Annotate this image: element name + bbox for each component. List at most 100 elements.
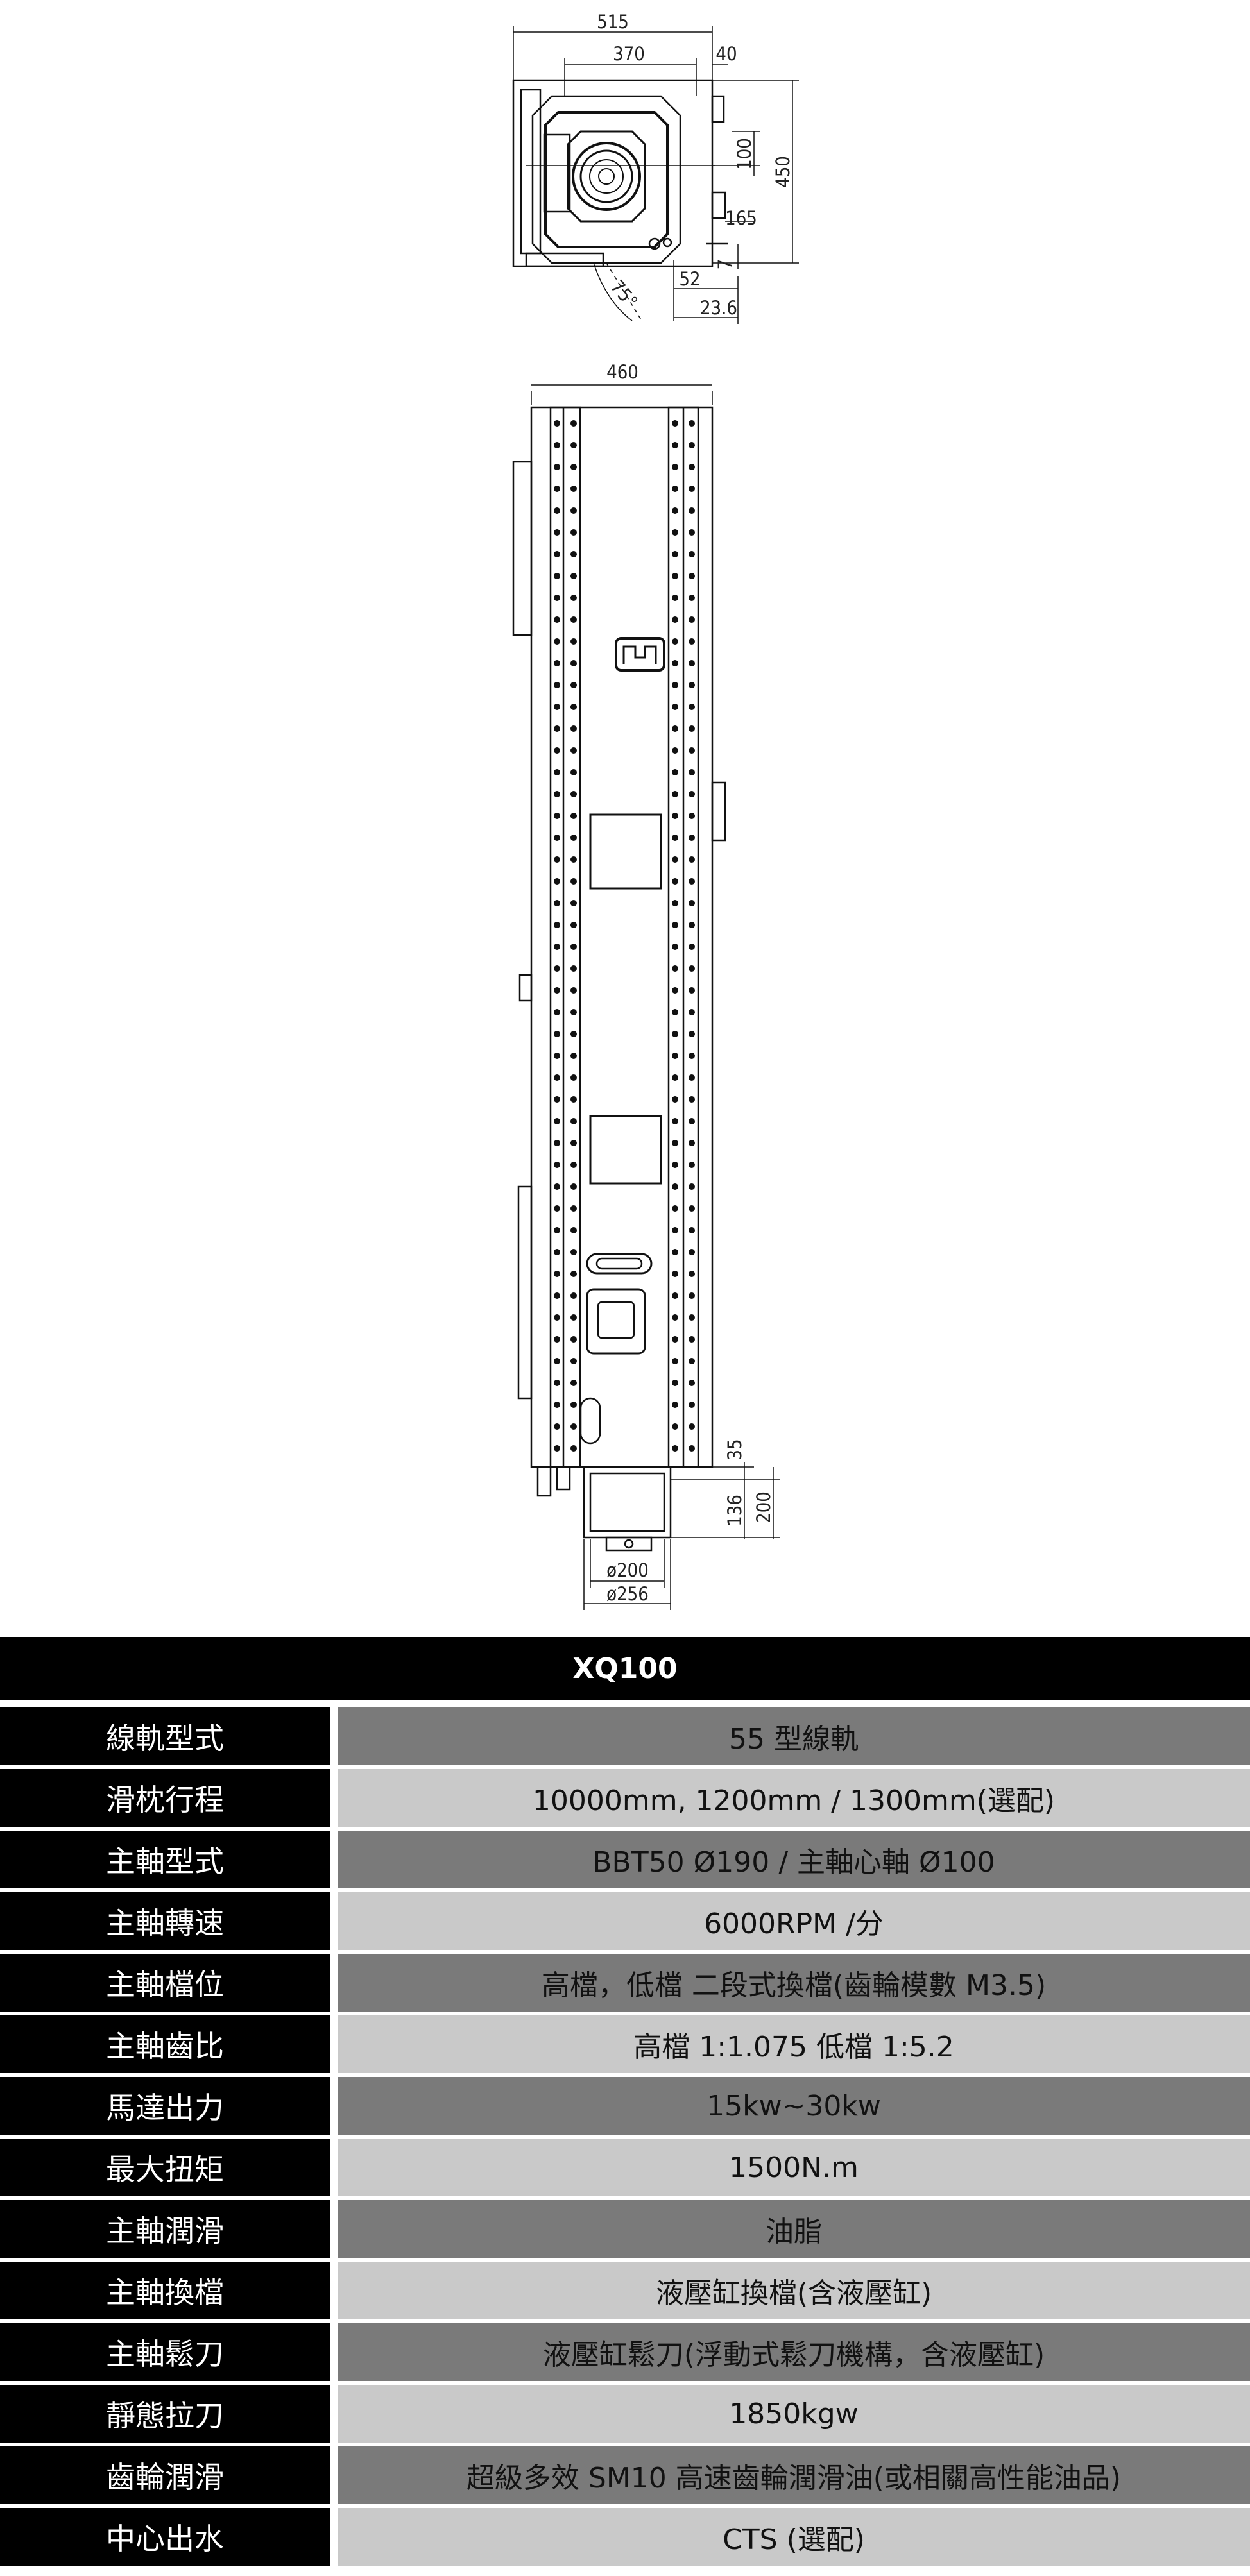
- rail-hole: [554, 551, 560, 557]
- rail-hole: [570, 1445, 577, 1452]
- rail-hole: [689, 464, 695, 470]
- rail-hole: [554, 595, 560, 601]
- spec-label: 主軸潤滑: [0, 2200, 330, 2258]
- rail-hole: [689, 1423, 695, 1430]
- rail-hole: [554, 1423, 560, 1430]
- rail-hole: [570, 682, 577, 688]
- dim-front-200: 200: [753, 1491, 775, 1523]
- rail-hole: [554, 1227, 560, 1233]
- rail-hole: [554, 682, 560, 688]
- spec-value: 液壓缸換檔(含液壓缸): [338, 2262, 1250, 2319]
- rail-hole: [554, 747, 560, 754]
- rail-hole: [689, 704, 695, 710]
- rail-hole: [570, 856, 577, 863]
- dim-top-center: 100: [733, 138, 755, 170]
- rail-hole: [689, 1380, 695, 1386]
- table-row: 主軸檔位 高檔，低檔 二段式換檔(齒輪模數 M3.5): [0, 1954, 1250, 2012]
- spec-label: 齒輪潤滑: [0, 2446, 330, 2504]
- spec-label: 主軸鬆刀: [0, 2323, 330, 2381]
- dim-top-7: 7: [714, 259, 736, 270]
- rail-hole: [689, 1140, 695, 1146]
- rail-hole: [570, 769, 577, 775]
- rail-hole: [554, 660, 560, 666]
- rail-hole: [689, 791, 695, 797]
- rail-hole: [672, 769, 678, 775]
- rail-hole: [672, 595, 678, 601]
- rail-hole: [689, 856, 695, 863]
- rail-hole: [672, 1227, 678, 1233]
- rail-hole: [570, 551, 577, 557]
- rail-hole: [554, 1074, 560, 1081]
- rail-hole: [554, 725, 560, 732]
- rail-hole: [570, 573, 577, 579]
- dim-front-width: 460: [606, 361, 638, 383]
- rail-hole: [672, 835, 678, 841]
- rail-hole: [689, 507, 695, 514]
- rail-hole: [554, 1358, 560, 1364]
- rail-hole: [689, 1292, 695, 1299]
- rail-hole: [570, 1271, 577, 1277]
- rail-hole: [689, 1183, 695, 1190]
- spec-label: 滑枕行程: [0, 1769, 330, 1827]
- rail-hole: [689, 660, 695, 666]
- rail-hole: [689, 1249, 695, 1255]
- table-row: 最大扭矩 1500N.m: [0, 2139, 1250, 2196]
- spec-value: 油脂: [338, 2200, 1250, 2258]
- rail-hole: [570, 660, 577, 666]
- spec-label: 主軸轉速: [0, 1892, 330, 1950]
- rail-hole: [672, 1402, 678, 1408]
- rail-hole: [554, 856, 560, 863]
- spec-value: BBT50 Ø190 / 主軸心軸 Ø100: [338, 1831, 1250, 1888]
- rail-hole: [689, 486, 695, 492]
- rail-hole: [672, 638, 678, 645]
- rail-hole: [672, 965, 678, 972]
- rail-hole: [570, 1292, 577, 1299]
- rail-hole: [689, 1271, 695, 1277]
- rail-hole: [570, 747, 577, 754]
- rail-hole: [672, 1271, 678, 1277]
- rail-hole: [672, 725, 678, 732]
- rail-hole: [672, 682, 678, 688]
- rail-hole: [570, 1336, 577, 1343]
- rail-hole: [672, 747, 678, 754]
- spec-value: 10000mm, 1200mm / 1300mm(選配): [338, 1769, 1250, 1827]
- rail-hole: [689, 616, 695, 623]
- spec-value: 超級多效 SM10 高速齒輪潤滑油(或相關高性能油品): [338, 2446, 1250, 2504]
- rail-hole: [672, 1162, 678, 1168]
- rail-hole: [689, 1096, 695, 1103]
- rail-hole: [672, 1053, 678, 1059]
- dim-top-offset: 40: [715, 43, 737, 65]
- rail-hole: [689, 835, 695, 841]
- rail-hole: [672, 922, 678, 928]
- table-row: 主軸潤滑 油脂: [0, 2200, 1250, 2258]
- rail-hole: [554, 1402, 560, 1408]
- rail-hole: [672, 1336, 678, 1343]
- top-view: [512, 26, 799, 324]
- spec-table: XQ100 線軌型式 55 型線軌 滑枕行程 10000mm, 1200mm /…: [0, 1637, 1250, 2576]
- rail-hole: [570, 1227, 577, 1233]
- rail-hole: [570, 1183, 577, 1190]
- rail-hole: [570, 1009, 577, 1015]
- rail-hole: [554, 638, 560, 645]
- dim-front-35: 35: [724, 1439, 746, 1460]
- rail-hole: [672, 420, 678, 427]
- spec-label: 主軸換檔: [0, 2262, 330, 2319]
- rail-hole: [689, 922, 695, 928]
- rail-hole: [554, 944, 560, 950]
- rail-hole: [672, 704, 678, 710]
- rail-hole: [689, 682, 695, 688]
- dim-top-depth: 450: [772, 156, 794, 188]
- table-row: 線軌型式 55 型線軌: [0, 1707, 1250, 1765]
- table-row: 主軸鬆刀 液壓缸鬆刀(浮動式鬆刀機構，含液壓缸): [0, 2323, 1250, 2381]
- rail-hole: [672, 944, 678, 950]
- spec-label: 中心出水: [0, 2508, 330, 2566]
- rail-hole: [672, 1423, 678, 1430]
- rail-hole: [570, 638, 577, 645]
- rail-hole: [689, 769, 695, 775]
- spec-value: 高檔 1:1.075 低檔 1:5.2: [338, 2015, 1250, 2073]
- rail-hole: [672, 813, 678, 819]
- rail-hole: [570, 1053, 577, 1059]
- spec-table-title: XQ100: [0, 1637, 1250, 1700]
- rail-hole: [672, 442, 678, 448]
- rail-hole: [689, 551, 695, 557]
